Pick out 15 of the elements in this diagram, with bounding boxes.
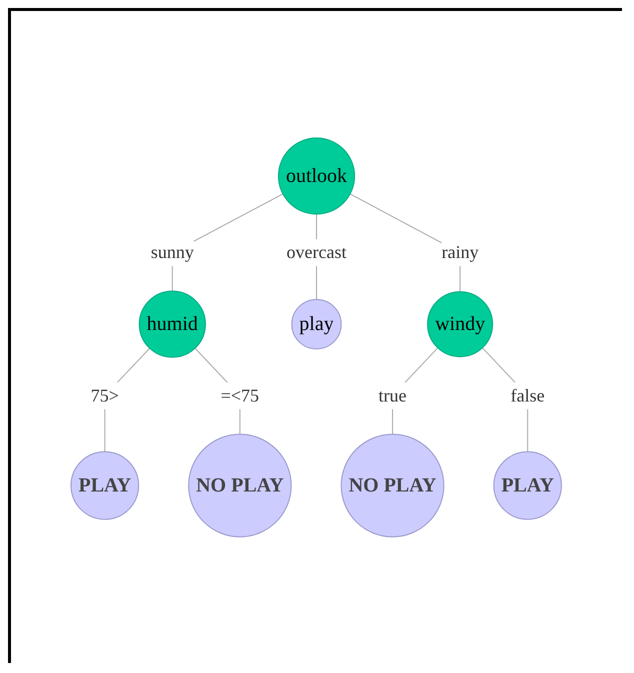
edge-label: false [510,384,545,405]
node-circle: NO PLAY [188,433,292,537]
edge-label: true [378,384,407,405]
node-circle: PLAY [494,450,562,520]
edge-label: rainy [442,242,479,262]
edge-label: sunny [151,242,194,262]
node-circle: PLAY [70,450,140,520]
node-circle: outlook [278,137,356,214]
edge-label: 75> [91,384,120,405]
node-circle: play [292,298,342,349]
node-circle: windy [427,290,494,357]
edge-label: =<75 [221,384,260,405]
node-circle: NO PLAY [341,433,445,537]
node-circle: humid [139,290,206,358]
edge-label: overcast [286,242,347,262]
